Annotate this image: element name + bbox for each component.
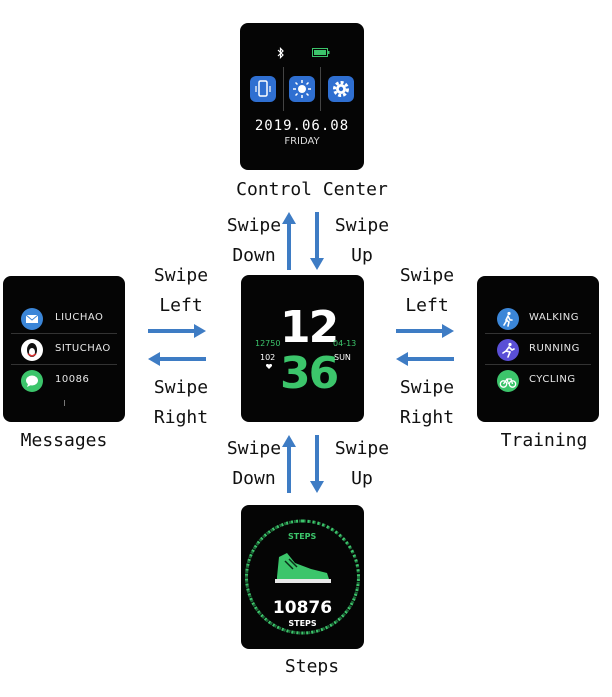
divider (320, 67, 321, 111)
divider (485, 333, 591, 334)
messages-screen[interactable]: LIUCHAO SITUCHAO 10086 (3, 276, 125, 422)
gesture-label: Swipe (153, 265, 209, 286)
steps-label: Steps (284, 656, 340, 677)
training-label: Training (500, 430, 588, 451)
scroll-down-icon (64, 400, 65, 406)
list-item[interactable]: SITUCHAO (3, 336, 125, 366)
list-item[interactable]: CYCLING (477, 367, 599, 397)
message-sender: 10086 (55, 374, 90, 385)
control-center-label: Control Center (236, 179, 388, 200)
settings-button[interactable] (328, 76, 354, 102)
gesture-label: Swipe (153, 377, 209, 398)
arrow-down-to-home (310, 212, 324, 270)
training-mode: WALKING (529, 312, 579, 323)
gesture-label: Swipe (399, 377, 455, 398)
arrow-up-to-home (282, 435, 296, 493)
arrow-right-to-home (148, 324, 206, 338)
arrow-left-to-home (396, 352, 454, 366)
qq-penguin-icon (21, 339, 43, 361)
home-screen[interactable]: 12 36 12750 102 04-13 SUN (241, 275, 364, 422)
arrow-up-to-control-center (282, 212, 296, 270)
gesture-label: Swipe (226, 215, 282, 236)
gesture-label: Swipe (334, 215, 390, 236)
gesture-label: Swipe (226, 438, 282, 459)
minute-text: 36 (280, 348, 339, 399)
gesture-label: Swipe (334, 438, 390, 459)
steps-count: 10876 (272, 598, 333, 618)
date-value: 04-13 (333, 339, 357, 348)
divider (283, 67, 284, 111)
message-sender: SITUCHAO (55, 343, 111, 354)
sneaker-icon (275, 553, 331, 583)
steps-value: 12750 (255, 339, 281, 348)
steps-title: STEPS (288, 532, 317, 541)
cycling-icon (497, 370, 519, 392)
gesture-label: Up (351, 245, 373, 266)
divider (11, 333, 117, 334)
arrow-right-to-training (396, 324, 454, 338)
bluetooth-icon (277, 47, 284, 59)
gesture-label: Down (232, 468, 276, 489)
heart-icon (266, 364, 272, 369)
messages-label: Messages (20, 430, 108, 451)
mail-icon (21, 308, 43, 330)
heart-rate-value: 102 (260, 353, 276, 362)
hour-text: 12 (280, 302, 339, 353)
training-mode: RUNNING (529, 343, 580, 354)
list-item[interactable]: 10086 (3, 367, 125, 397)
brightness-icon (293, 80, 311, 98)
gesture-label: Swipe (399, 265, 455, 286)
steps-screen[interactable]: STEPS 10876 STEPS (241, 505, 364, 649)
gesture-label: Down (232, 245, 276, 266)
settings-icon (333, 81, 349, 97)
chat-bubble-icon (21, 370, 43, 392)
steps-unit: STEPS (288, 619, 317, 628)
control-center-screen[interactable]: 2019.06.08 FRIDAY (240, 23, 364, 170)
arrow-left-to-messages (148, 352, 206, 366)
weekday-value: SUN (334, 353, 351, 362)
message-sender: LIUCHAO (55, 312, 104, 323)
gesture-label: Left (405, 295, 449, 316)
training-mode: CYCLING (529, 374, 576, 385)
divider (485, 364, 591, 365)
brightness-button[interactable] (289, 76, 315, 102)
list-item[interactable]: RUNNING (477, 336, 599, 366)
phone-button[interactable] (250, 76, 276, 102)
gesture-label: Right (153, 407, 209, 428)
training-screen[interactable]: WALKING RUNNING CYCLING (477, 276, 599, 422)
steps-progress-ring (245, 519, 360, 635)
list-item[interactable]: WALKING (477, 305, 599, 335)
battery-icon (312, 48, 330, 57)
phone-icon (255, 80, 271, 97)
gesture-label: Right (399, 407, 455, 428)
day-text: FRIDAY (284, 136, 320, 147)
gesture-label: Up (351, 468, 373, 489)
list-item[interactable]: LIUCHAO (3, 305, 125, 335)
date-text: 2019.06.08 (254, 118, 350, 134)
arrow-down-to-steps (310, 435, 324, 493)
gesture-label: Left (159, 295, 203, 316)
running-icon (497, 339, 519, 361)
walking-icon (497, 308, 519, 330)
divider (11, 364, 117, 365)
